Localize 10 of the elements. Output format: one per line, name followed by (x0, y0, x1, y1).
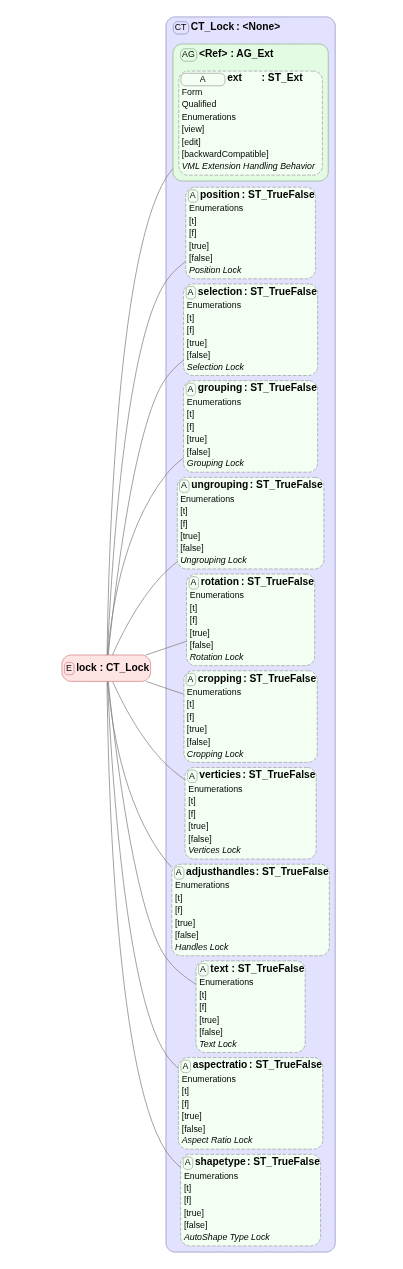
connector (145, 681, 185, 695)
connector (145, 640, 187, 656)
connector (112, 561, 178, 656)
connector (107, 681, 179, 1069)
connector (107, 457, 184, 656)
connector (112, 681, 186, 781)
connector (107, 261, 186, 656)
connector (106, 168, 174, 656)
connector (106, 681, 181, 1168)
connector (107, 359, 184, 656)
